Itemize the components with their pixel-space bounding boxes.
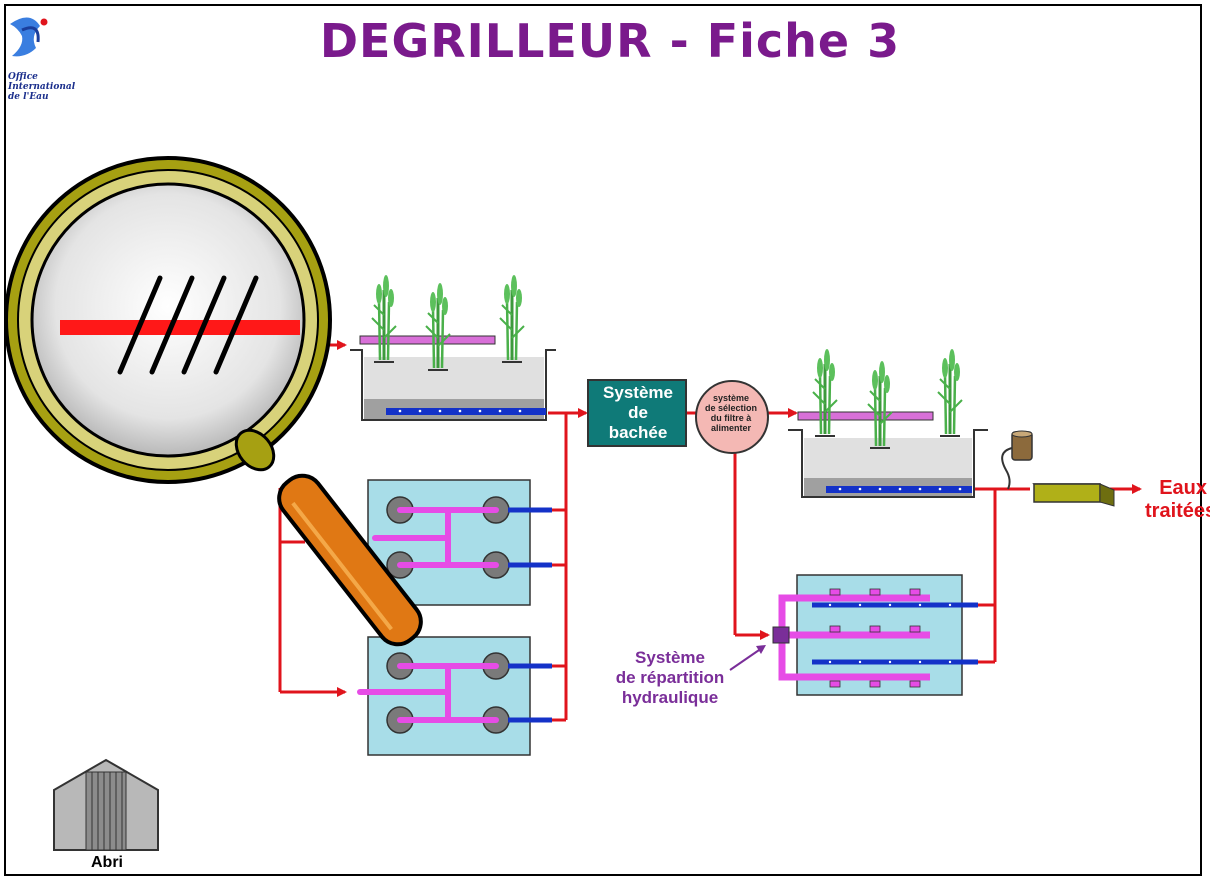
page-title: DEGRILLEUR - Fiche 3: [319, 14, 901, 68]
logo-icon: [10, 17, 48, 57]
repartition-line-3: hydraulique: [621, 688, 719, 707]
repartition-line-1: Système: [635, 648, 705, 667]
abri-label: Abri: [91, 854, 123, 871]
eaux-line-1: Eaux: [1159, 477, 1207, 499]
planted-filter-stage2: [788, 347, 988, 498]
selection-line-2: de sélection: [704, 403, 758, 413]
repartition-line-2: de répartition: [615, 668, 725, 687]
gauge-icon: [1001, 430, 1033, 490]
eaux-traitees-label: Eaux traitées: [1145, 477, 1210, 523]
repartition-arrow: [729, 645, 766, 671]
bachee-box: [587, 379, 687, 447]
bachee-line-1: Système: [603, 383, 673, 402]
logo-line-1: Office: [8, 72, 38, 82]
logo-text: Office International de l'Eau: [8, 72, 75, 102]
logo-line-3: de l'Eau: [8, 92, 49, 102]
selection-line-3: du filtre à: [710, 413, 752, 423]
shelter-icon: [53, 758, 159, 851]
distribution-filter: [772, 574, 978, 696]
selection-line-1: système: [712, 393, 750, 403]
selection-circle: [695, 380, 769, 454]
bachee-label: Système de bachée: [590, 383, 686, 443]
selection-label: système de sélection du filtre à aliment…: [694, 393, 768, 433]
repartition-label: Système de répartition hydraulique: [590, 648, 750, 708]
planted-filter-1: [350, 273, 556, 421]
outlet-channel: [1032, 483, 1115, 507]
logo-line-2: International: [8, 82, 76, 92]
vertical-filter-3: [357, 636, 552, 756]
magnifier-icon: [4, 156, 423, 647]
selection-line-4: alimenter: [710, 423, 752, 433]
eaux-line-2: traitées: [1145, 500, 1210, 522]
bachee-line-3: bachée: [608, 423, 668, 442]
bachee-line-2: de: [628, 403, 648, 422]
